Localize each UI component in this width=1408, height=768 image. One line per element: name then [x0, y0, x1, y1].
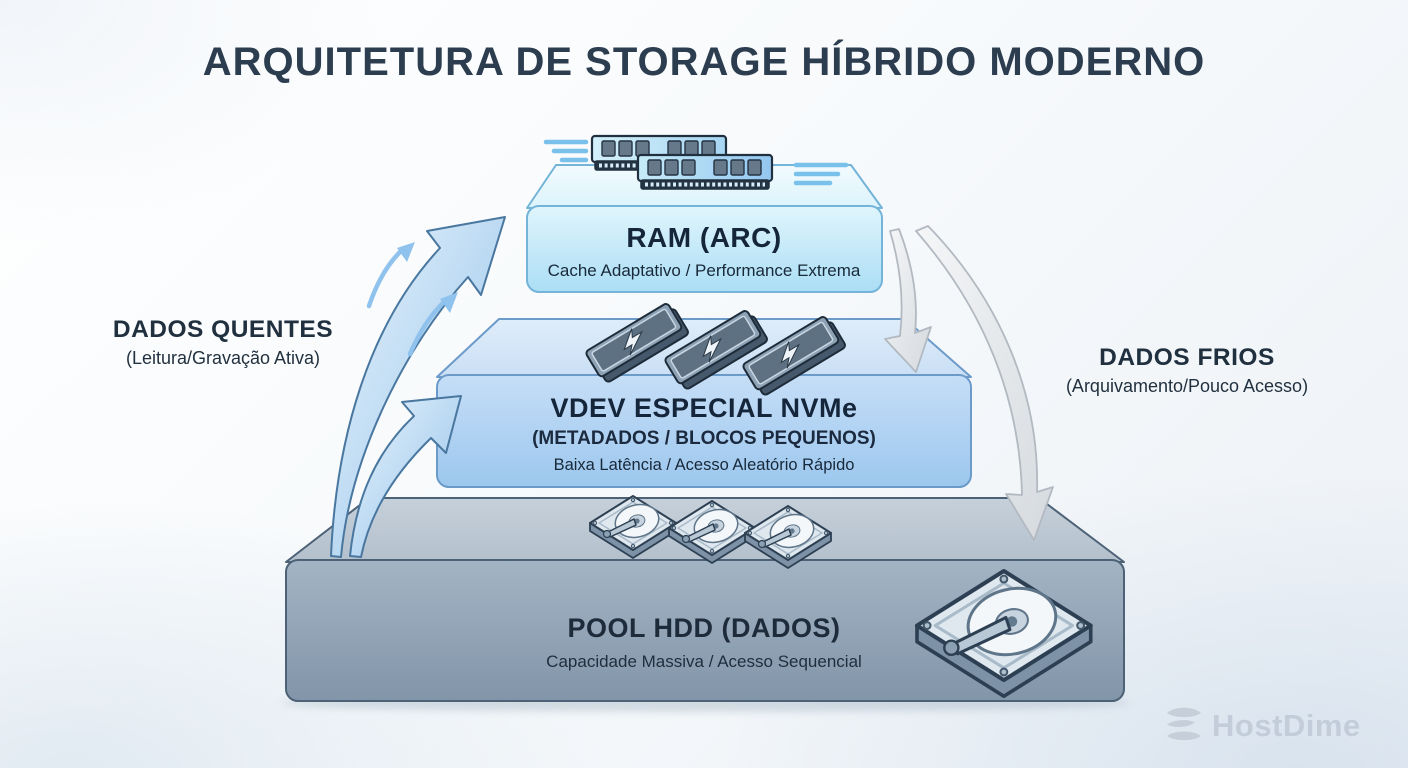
- tier-hdd-text: POOL HDD (DADOS) Capacidade Massiva / Ac…: [546, 613, 862, 672]
- hot-arrow-to-ram: [330, 216, 506, 558]
- tier-nvme-subtitle: (METADADOS / BLOCOS PEQUENOS): [532, 428, 876, 449]
- hostdime-logo-text: HostDime: [1212, 708, 1361, 743]
- tier-hdd-subtitle: Capacidade Massiva / Acesso Sequencial: [546, 652, 862, 671]
- hot-data-label: DADOS QUENTES (Leitura/Gravação Ativa): [113, 316, 333, 369]
- hot-data-title: DADOS QUENTES: [112, 316, 334, 343]
- tier-ram-text: RAM (ARC) Cache Adaptativo / Performance…: [548, 222, 861, 281]
- tier-ram-title: RAM (ARC): [626, 222, 782, 253]
- cold-data-subtitle: (Arquivamento/Pouco Acesso): [1065, 376, 1309, 396]
- page-title: ARQUITETURA DE STORAGE HÍBRIDO MODERNO: [202, 40, 1206, 84]
- hot-arrow-to-nvme: [349, 395, 462, 558]
- hot-arrow-small-2: [407, 292, 458, 357]
- speed-lines-left-icon: [543, 139, 589, 163]
- tier-nvme-title: VDEV ESPECIAL NVMe: [550, 393, 858, 423]
- tier-nvme-text: VDEV ESPECIAL NVMe (METADADOS / BLOCOS P…: [532, 393, 876, 475]
- curved-down-arrows-icon: [884, 225, 1054, 541]
- cold-arrow-to-hdd: [915, 225, 1054, 541]
- hot-data-subtitle: (Leitura/Gravação Ativa): [125, 348, 321, 368]
- cold-arrow-to-nvme: [884, 228, 932, 373]
- hot-arrow-small-1: [366, 242, 415, 309]
- hostdime-logo-icon: [1167, 707, 1201, 741]
- ram-memory-modules-icon: [543, 134, 849, 191]
- cold-data-label: DADOS FRIOS (Arquivamento/Pouco Acesso): [1066, 344, 1308, 397]
- speed-lines-right-icon: [793, 162, 849, 186]
- curved-up-arrows-icon: [330, 216, 506, 558]
- cold-data-title: DADOS FRIOS: [1099, 344, 1275, 371]
- tier-ram-subtitle: Cache Adaptativo / Performance Extrema: [547, 261, 861, 280]
- tier-hdd-title: POOL HDD (DADOS): [567, 613, 841, 643]
- tier-nvme-detail: Baixa Latência / Acesso Aleatório Rápido: [553, 456, 855, 474]
